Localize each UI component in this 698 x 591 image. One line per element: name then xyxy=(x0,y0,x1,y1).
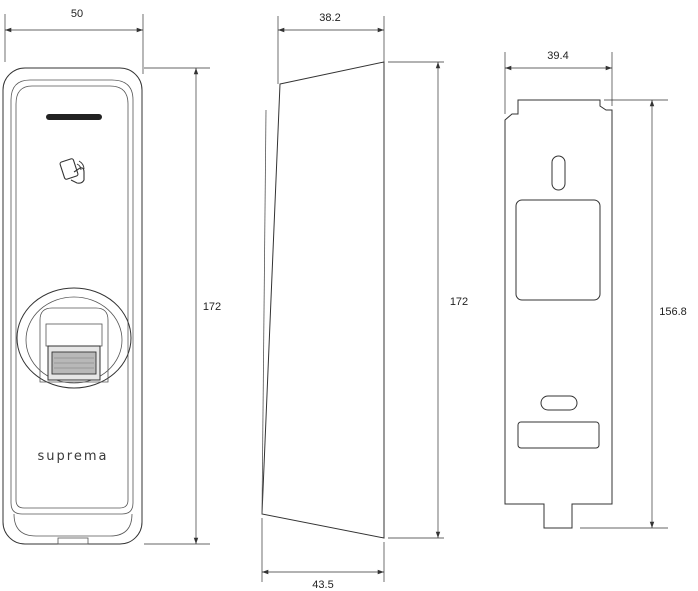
rfid-card-icon xyxy=(59,158,85,184)
brand-logo: suprema xyxy=(38,449,109,464)
bracket-view: 39.4 156.8 xyxy=(504,50,687,529)
bracket-bottom-opening xyxy=(517,421,600,449)
bracket-large-opening xyxy=(515,199,601,301)
front-housing-outline xyxy=(2,67,143,545)
bracket-top-slot xyxy=(551,155,566,191)
led-indicator-bar xyxy=(46,114,102,120)
bracket-width-label: 39.4 xyxy=(547,50,568,62)
side-view: 38.2 172 43.5 xyxy=(261,12,468,591)
front-width-label: 50 xyxy=(71,8,83,20)
front-height-label: 172 xyxy=(203,301,221,313)
front-face-inner-edge xyxy=(15,85,129,509)
front-bottom-lip xyxy=(13,513,133,537)
front-view: suprema 50 172 xyxy=(2,8,221,545)
fingerprint-sensor xyxy=(16,287,132,389)
front-face-outline xyxy=(10,79,134,515)
front-bottom-notch xyxy=(57,537,89,545)
side-top-depth-label: 38.2 xyxy=(319,12,340,24)
side-housing-outline xyxy=(261,61,385,539)
bracket-height-label: 156.8 xyxy=(659,306,687,318)
side-bottom-depth-label: 43.5 xyxy=(312,579,333,591)
bracket-outline xyxy=(504,99,613,529)
side-height-label: 172 xyxy=(450,296,468,308)
bracket-small-slot xyxy=(540,395,578,411)
